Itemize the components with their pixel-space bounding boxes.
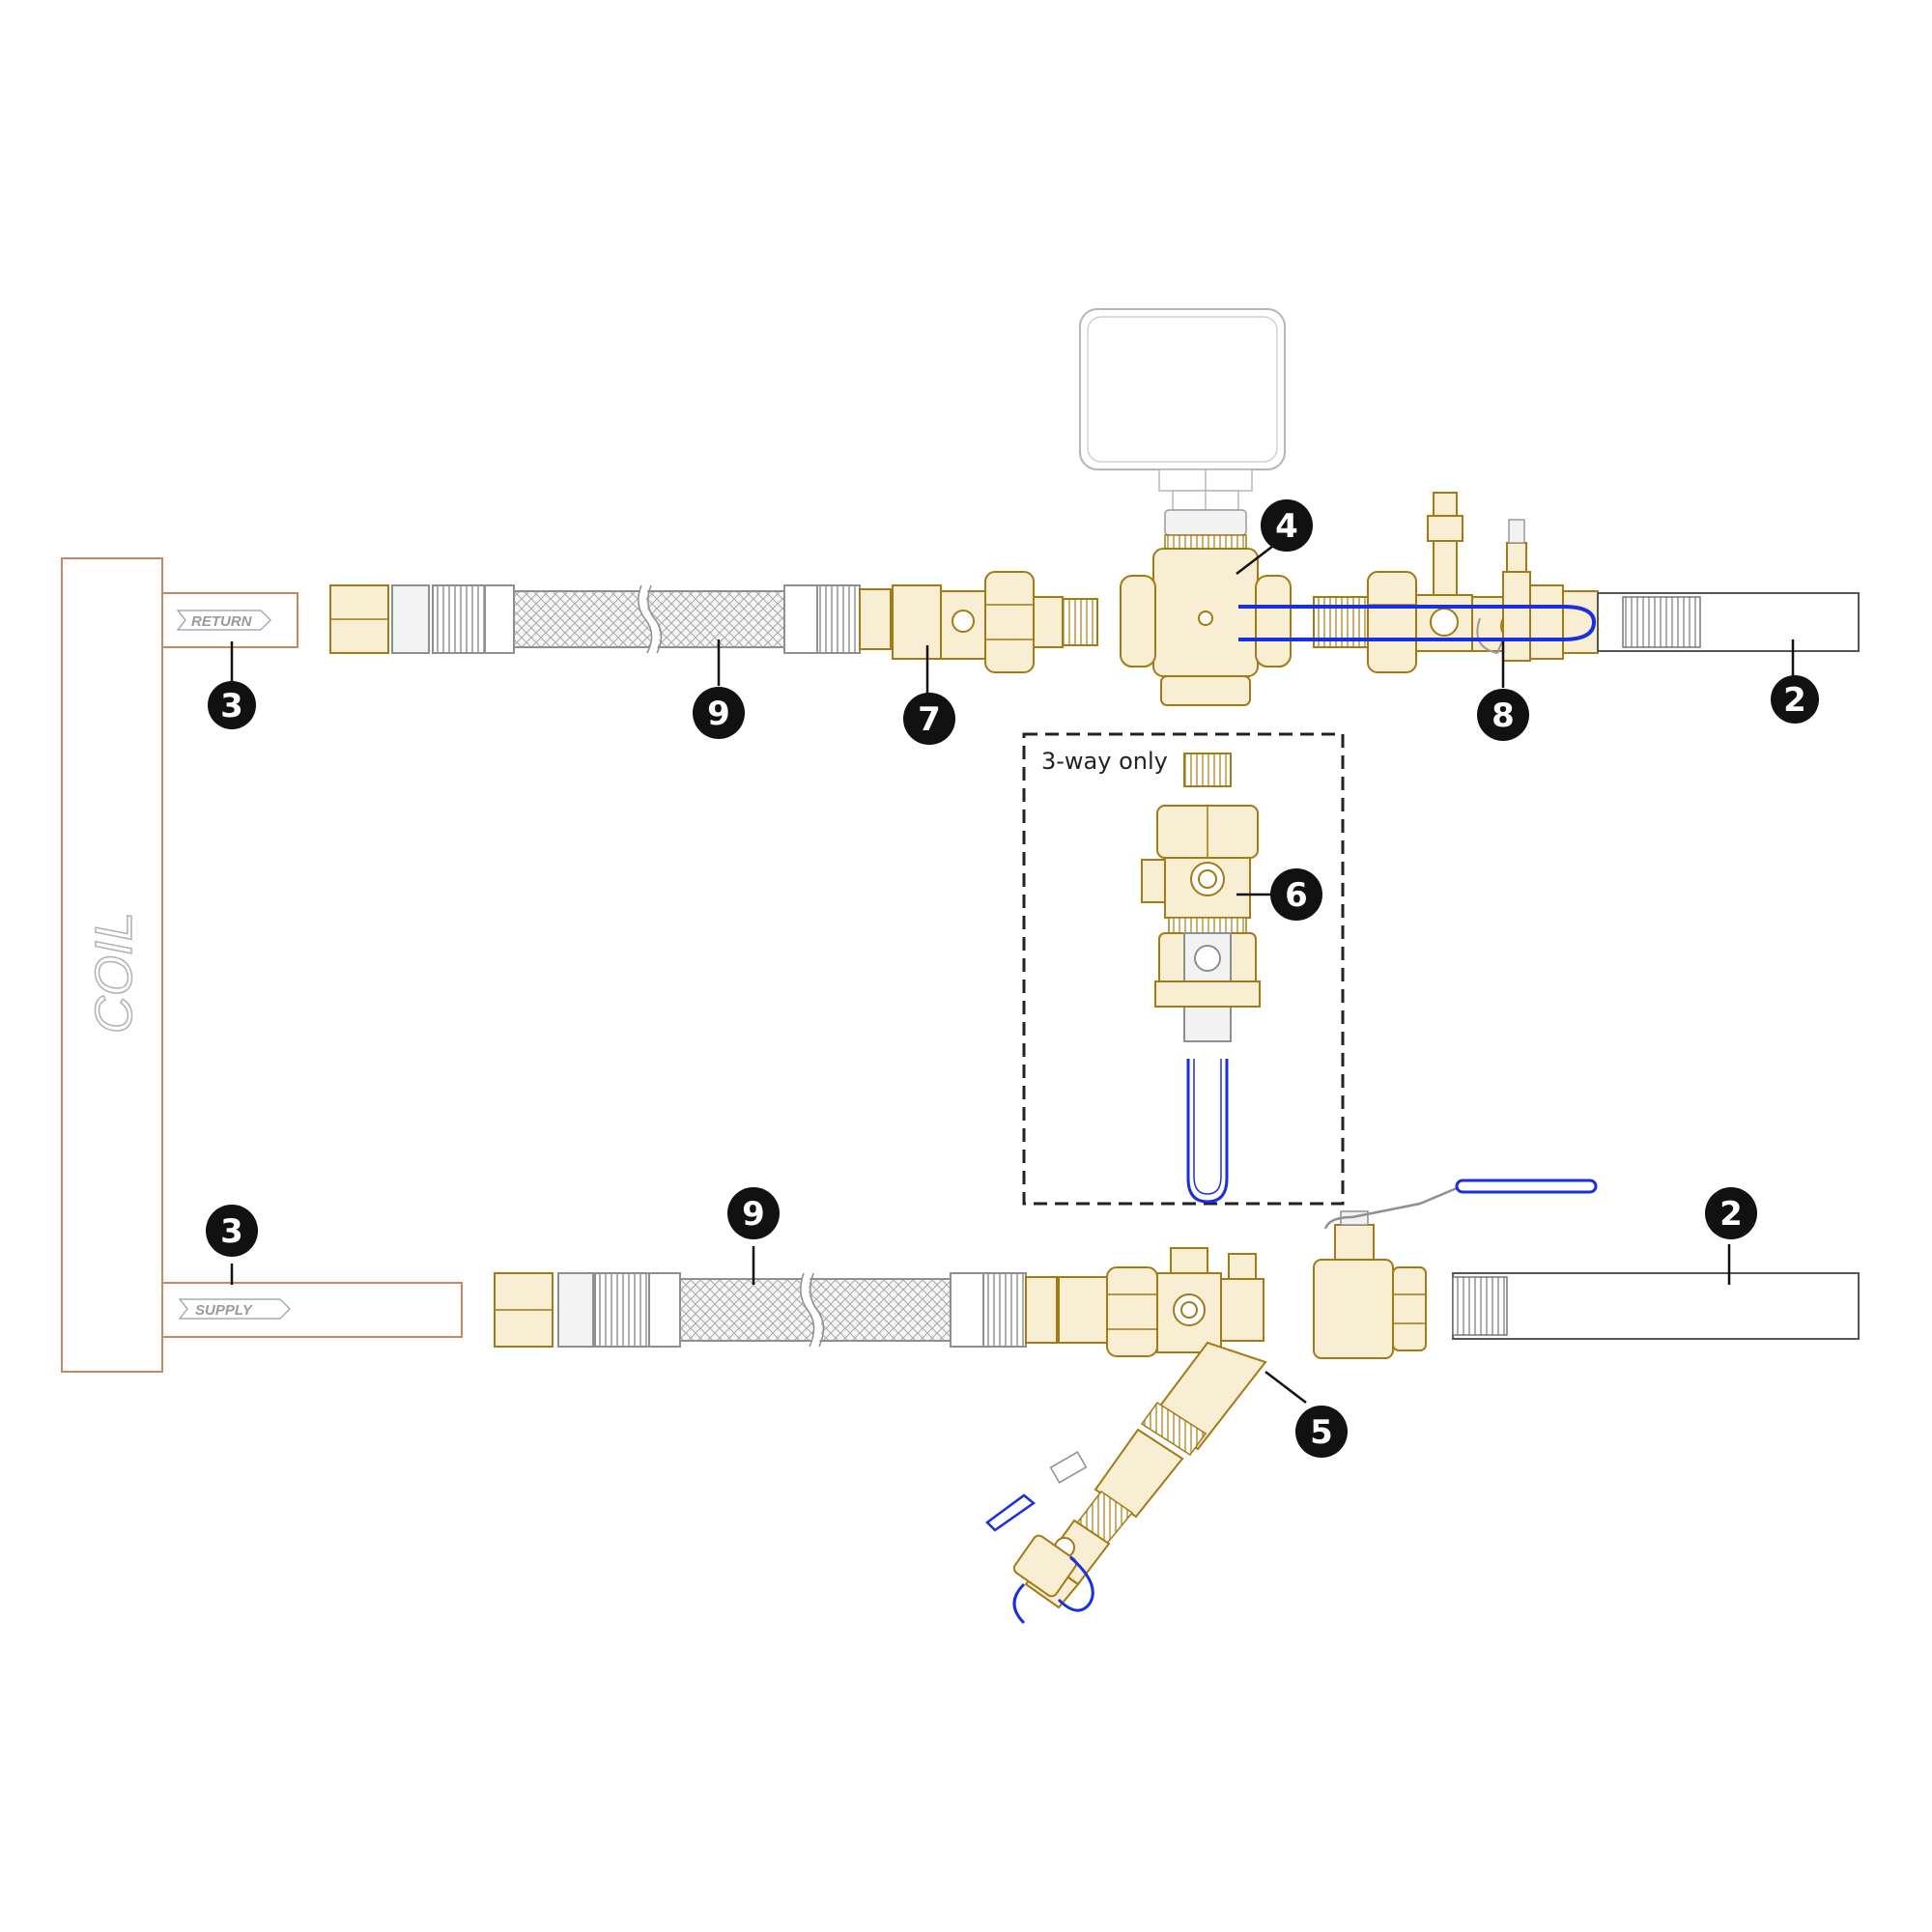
supply-braided-hose (494, 1271, 1058, 1349)
supply-ball-valve (1313, 1179, 1598, 1359)
svg-text:3: 3 (220, 1212, 243, 1251)
coil-body (61, 557, 163, 1373)
callout-control-valve: 4 (1261, 499, 1313, 552)
callout-return-union: 7 (903, 693, 955, 745)
return-nipple (1238, 592, 1860, 652)
svg-text:9: 9 (742, 1195, 765, 1234)
return-copper-pipe: RETURN (161, 592, 298, 648)
bypass-valve-handle (1186, 1059, 1229, 1204)
strainer-cap-handle (985, 1493, 1037, 1532)
return-braided-hose (329, 583, 892, 655)
svg-text:4: 4 (1275, 507, 1298, 546)
callout-bypass-valve: 6 (1270, 868, 1322, 921)
svg-text:6: 6 (1285, 876, 1308, 915)
svg-text:5: 5 (1310, 1413, 1333, 1452)
svg-text:2: 2 (1783, 681, 1806, 720)
return-ball-valve-assembly (1313, 492, 1599, 673)
svg-text:8: 8 (1492, 696, 1515, 735)
supply-valve-grip (1455, 1179, 1598, 1194)
svg-text:9: 9 (707, 695, 730, 733)
supply-valve-lever (1323, 1186, 1458, 1230)
callout-supply-nipple: 2 (1705, 1187, 1757, 1239)
supply-tag-arrow (178, 1298, 291, 1320)
supply-tag-label: SUPPLY (195, 1302, 254, 1319)
callout-return-ball-valve: 8 (1477, 689, 1529, 741)
return-valve-handle (1238, 605, 1597, 641)
return-drain-elbow (1476, 617, 1508, 655)
supply-copper-pipe: SUPPLY (161, 1282, 463, 1338)
coil: COIL (61, 557, 163, 1373)
three-way-only-box: 3-way only (1022, 732, 1345, 1206)
svg-text:7: 7 (918, 700, 941, 739)
callout-return-pipe: 3 (208, 681, 256, 729)
y-strainer-assembly (985, 1247, 1267, 1625)
control-valve (1079, 308, 1292, 706)
coil-label: COIL (85, 912, 143, 1034)
callout-return-nipple: 2 (1771, 675, 1819, 724)
callout-supply-hose: 9 (727, 1187, 780, 1239)
bypass-valve (1141, 753, 1261, 1204)
actuator-housing (1079, 308, 1286, 470)
supply-nipple (1452, 1272, 1860, 1340)
strainer-drain-handle (1057, 1555, 1094, 1612)
svg-text:2: 2 (1719, 1195, 1743, 1234)
return-tag-arrow (176, 610, 271, 631)
svg-text:3: 3 (220, 687, 243, 725)
three-way-note: 3-way only (1041, 748, 1168, 775)
return-union-fitting (892, 571, 1098, 673)
callout-supply-pipe: 3 (206, 1205, 258, 1257)
callout-y-strainer: 5 (1295, 1406, 1348, 1458)
callout-return-hose: 9 (693, 687, 745, 739)
return-tag-label: RETURN (191, 613, 253, 630)
